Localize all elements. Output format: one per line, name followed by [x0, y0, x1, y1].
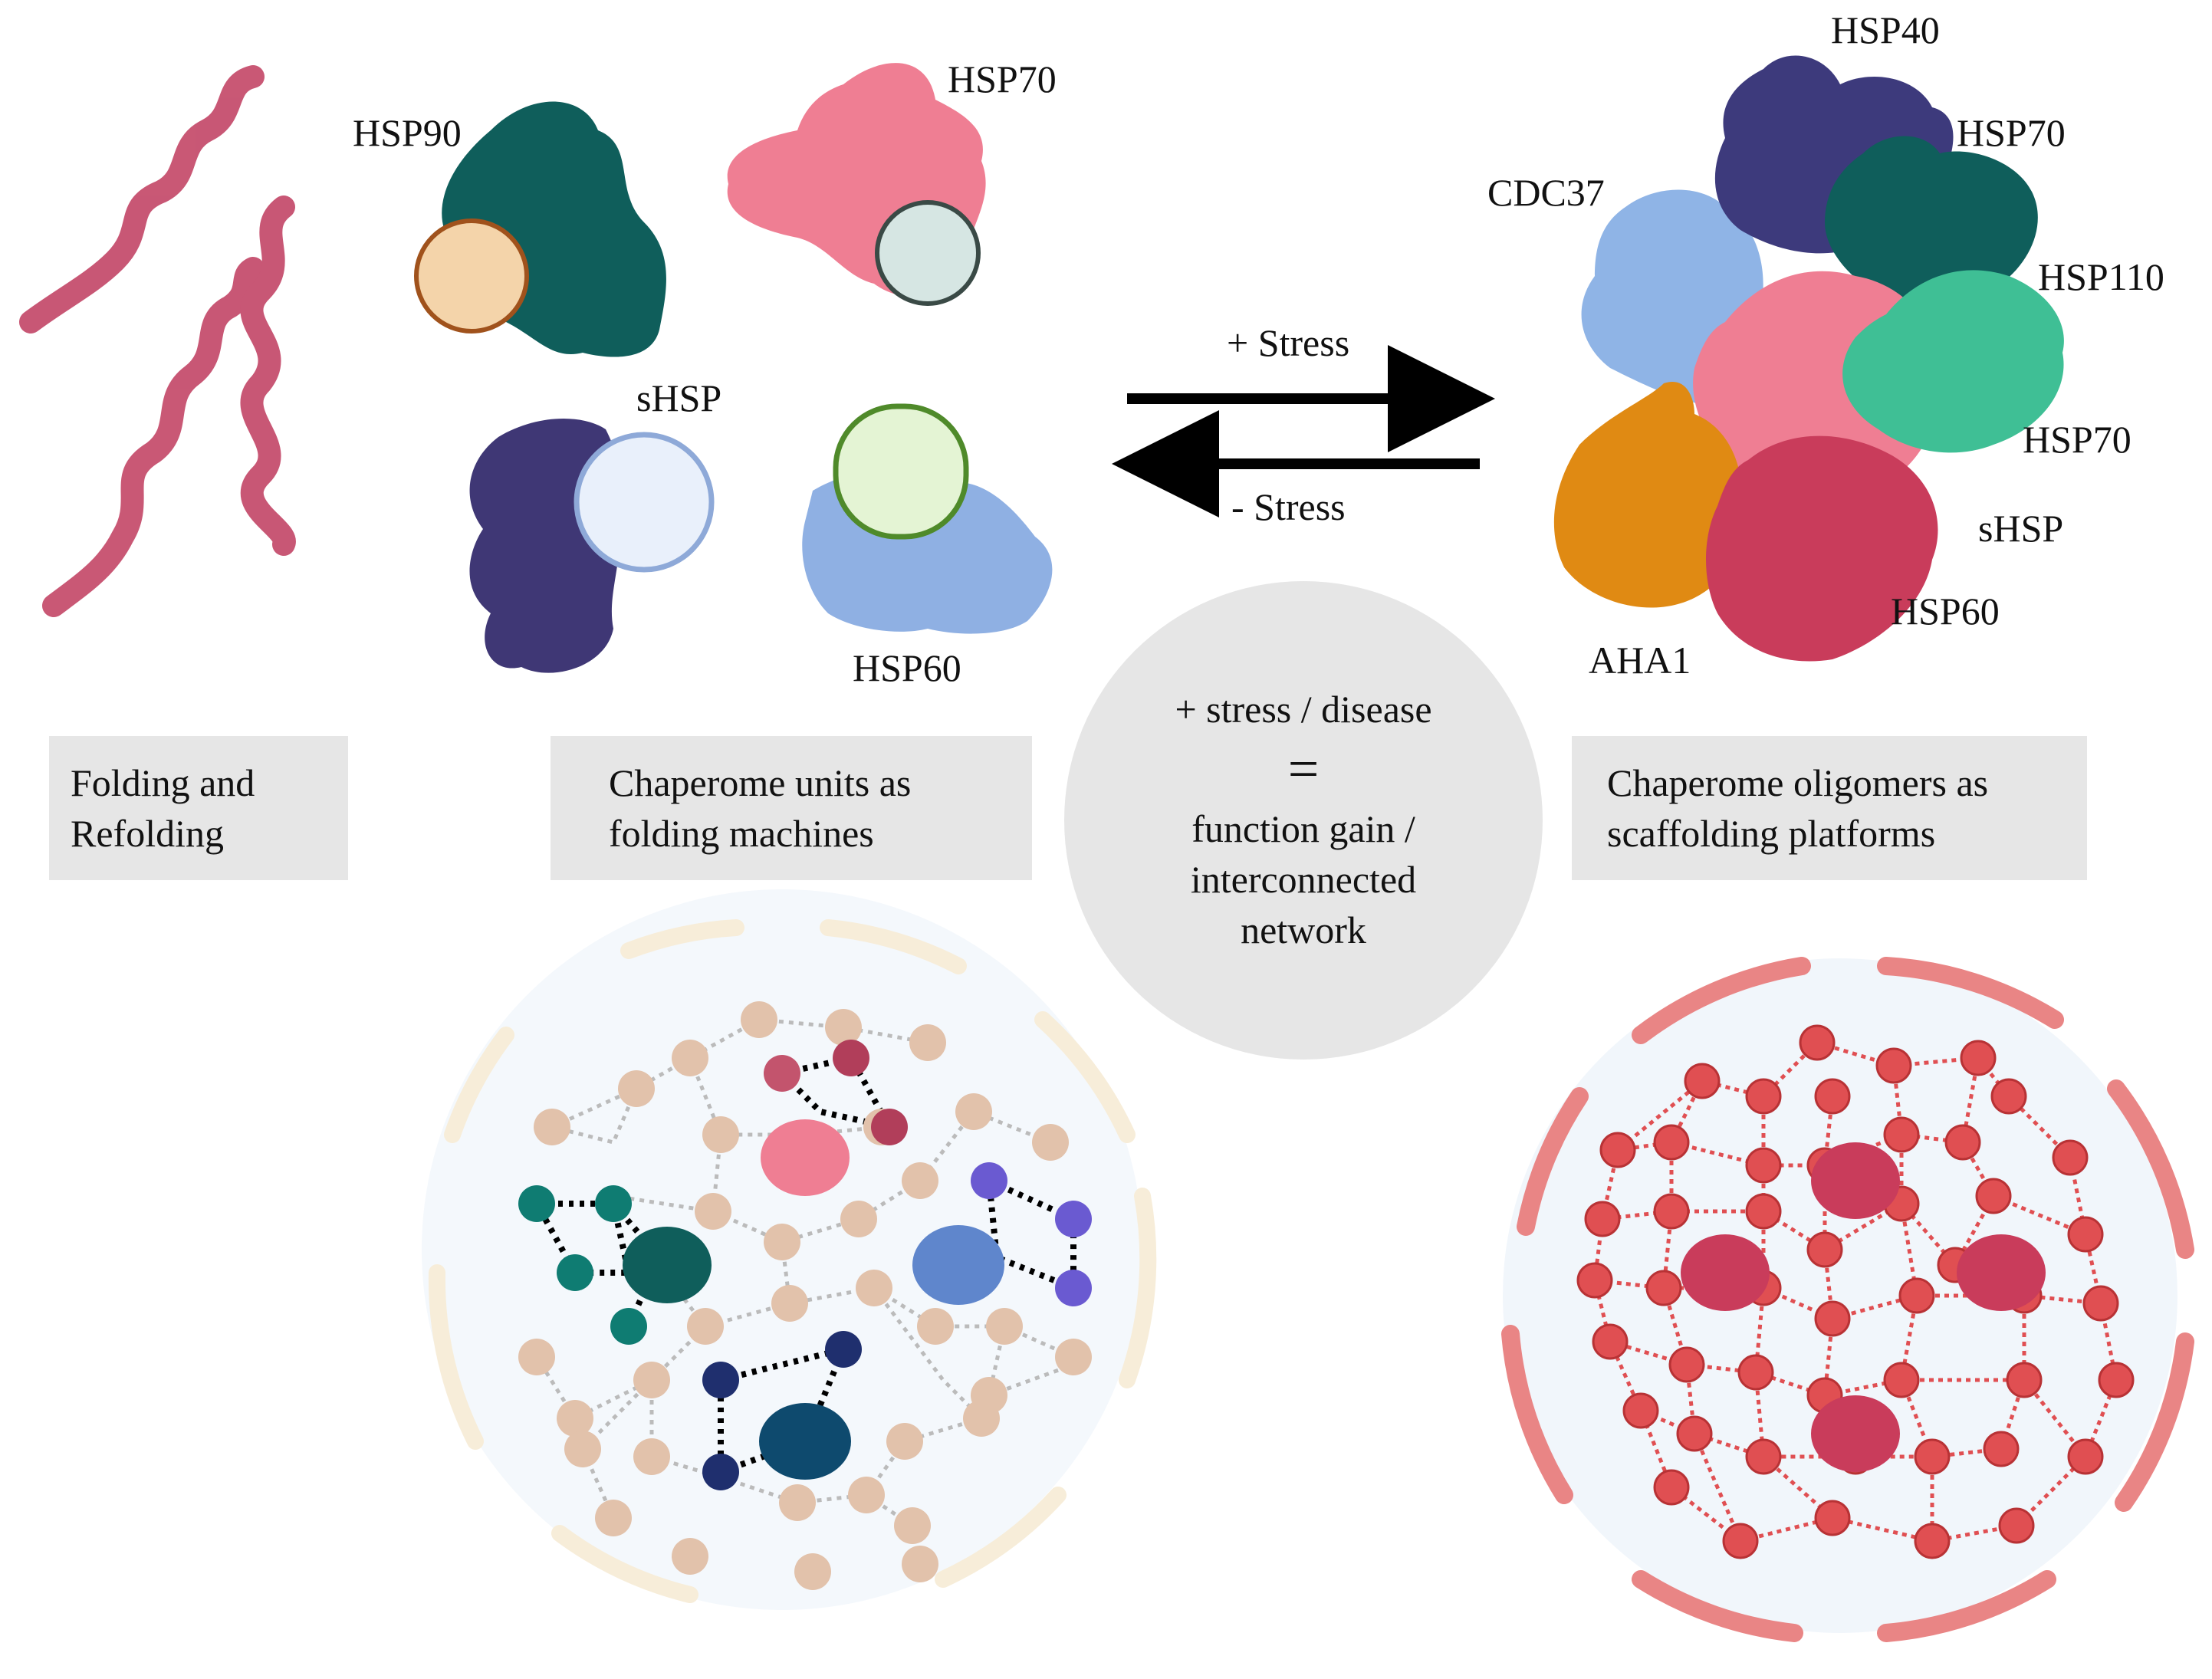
center-circle	[1064, 581, 1543, 1060]
oligomer-protein-icon-3	[1957, 1234, 2046, 1311]
center-line3: interconnected	[1190, 858, 1417, 901]
label-hsp60: HSP60	[853, 646, 961, 689]
protein-helices	[19, 65, 296, 617]
shsp-red-blob	[1706, 435, 1938, 662]
label-hsp90: HSP90	[353, 111, 462, 154]
right-network-cell	[1501, 957, 2194, 1642]
oligomer-protein-icon-1	[1811, 1142, 1900, 1219]
hsp60-unit	[802, 403, 1053, 634]
label-hsp70: HSP70	[948, 58, 1057, 100]
stress-arrows	[1112, 345, 1495, 518]
center-line2: function gain /	[1191, 807, 1415, 850]
oligomer-protein-icon-2	[1681, 1234, 1770, 1311]
helix-2	[42, 257, 265, 617]
label-shsp-oligomer: sHSP	[1978, 507, 2064, 550]
label-minus-stress: - Stress	[1231, 485, 1346, 528]
label-cdc37: CDC37	[1487, 171, 1605, 214]
right-network-nodes	[1576, 1024, 2135, 1559]
blue-protein-icon	[912, 1225, 1004, 1305]
right-cell-membrane	[1501, 957, 2194, 1642]
left-network-colored-nodes	[518, 1040, 1092, 1490]
shsp-client-circle	[574, 432, 715, 573]
label-hsp70-top: HSP70	[1957, 111, 2066, 154]
left-network-nodes	[518, 1001, 1092, 1590]
units-box-text: Chaperome units as folding machines	[609, 761, 912, 855]
helix-1	[19, 65, 265, 334]
oligomers-box-text: Chaperome oligomers as scaffolding platf…	[1607, 761, 1989, 855]
oligomers-box: Chaperome oligomers as scaffolding platf…	[1572, 736, 2087, 880]
label-aha1: AHA1	[1589, 639, 1691, 682]
label-hsp70-mid: HSP70	[2023, 418, 2131, 461]
right-network-proteins	[1681, 1142, 2046, 1472]
hsp110-blob	[1842, 270, 2064, 453]
label-hsp110: HSP110	[2038, 255, 2164, 298]
center-line4: network	[1241, 909, 1366, 951]
navy-protein-icon	[759, 1403, 851, 1480]
oligomer-protein-icon-4	[1811, 1395, 1900, 1472]
pink-protein-icon	[761, 1119, 850, 1196]
hsp70-client-circle	[875, 200, 981, 306]
label-hsp40: HSP40	[1831, 8, 1940, 51]
hsp90-unit	[414, 101, 666, 357]
left-cell-membrane	[428, 919, 1157, 1603]
hsp90-client-circle	[414, 219, 529, 334]
center-line1: + stress / disease	[1175, 688, 1432, 731]
shsp-unit	[469, 419, 715, 673]
center-equals: =	[1287, 738, 1320, 800]
units-box: Chaperome units as folding machines	[551, 736, 1032, 880]
label-shsp: sHSP	[636, 376, 722, 419]
hsp70-top-blob	[1825, 136, 2038, 304]
label-hsp60-oligomer: HSP60	[1891, 590, 2000, 632]
helix-3	[240, 196, 296, 556]
folding-box-text: Folding and Refolding	[71, 761, 255, 855]
aha1-blob	[1553, 382, 1743, 608]
left-network-cell	[422, 889, 1157, 1610]
left-network-proteins	[623, 1119, 1004, 1480]
hsp60-client-shape	[833, 403, 969, 540]
chaperome-oligomer	[1553, 55, 2064, 662]
center-text: + stress / disease = function gain / int…	[1089, 684, 1518, 955]
label-plus-stress: + Stress	[1227, 321, 1350, 364]
hsp70-unit	[727, 63, 986, 306]
teal-protein-icon	[623, 1227, 712, 1303]
folding-box: Folding and Refolding	[49, 736, 348, 880]
